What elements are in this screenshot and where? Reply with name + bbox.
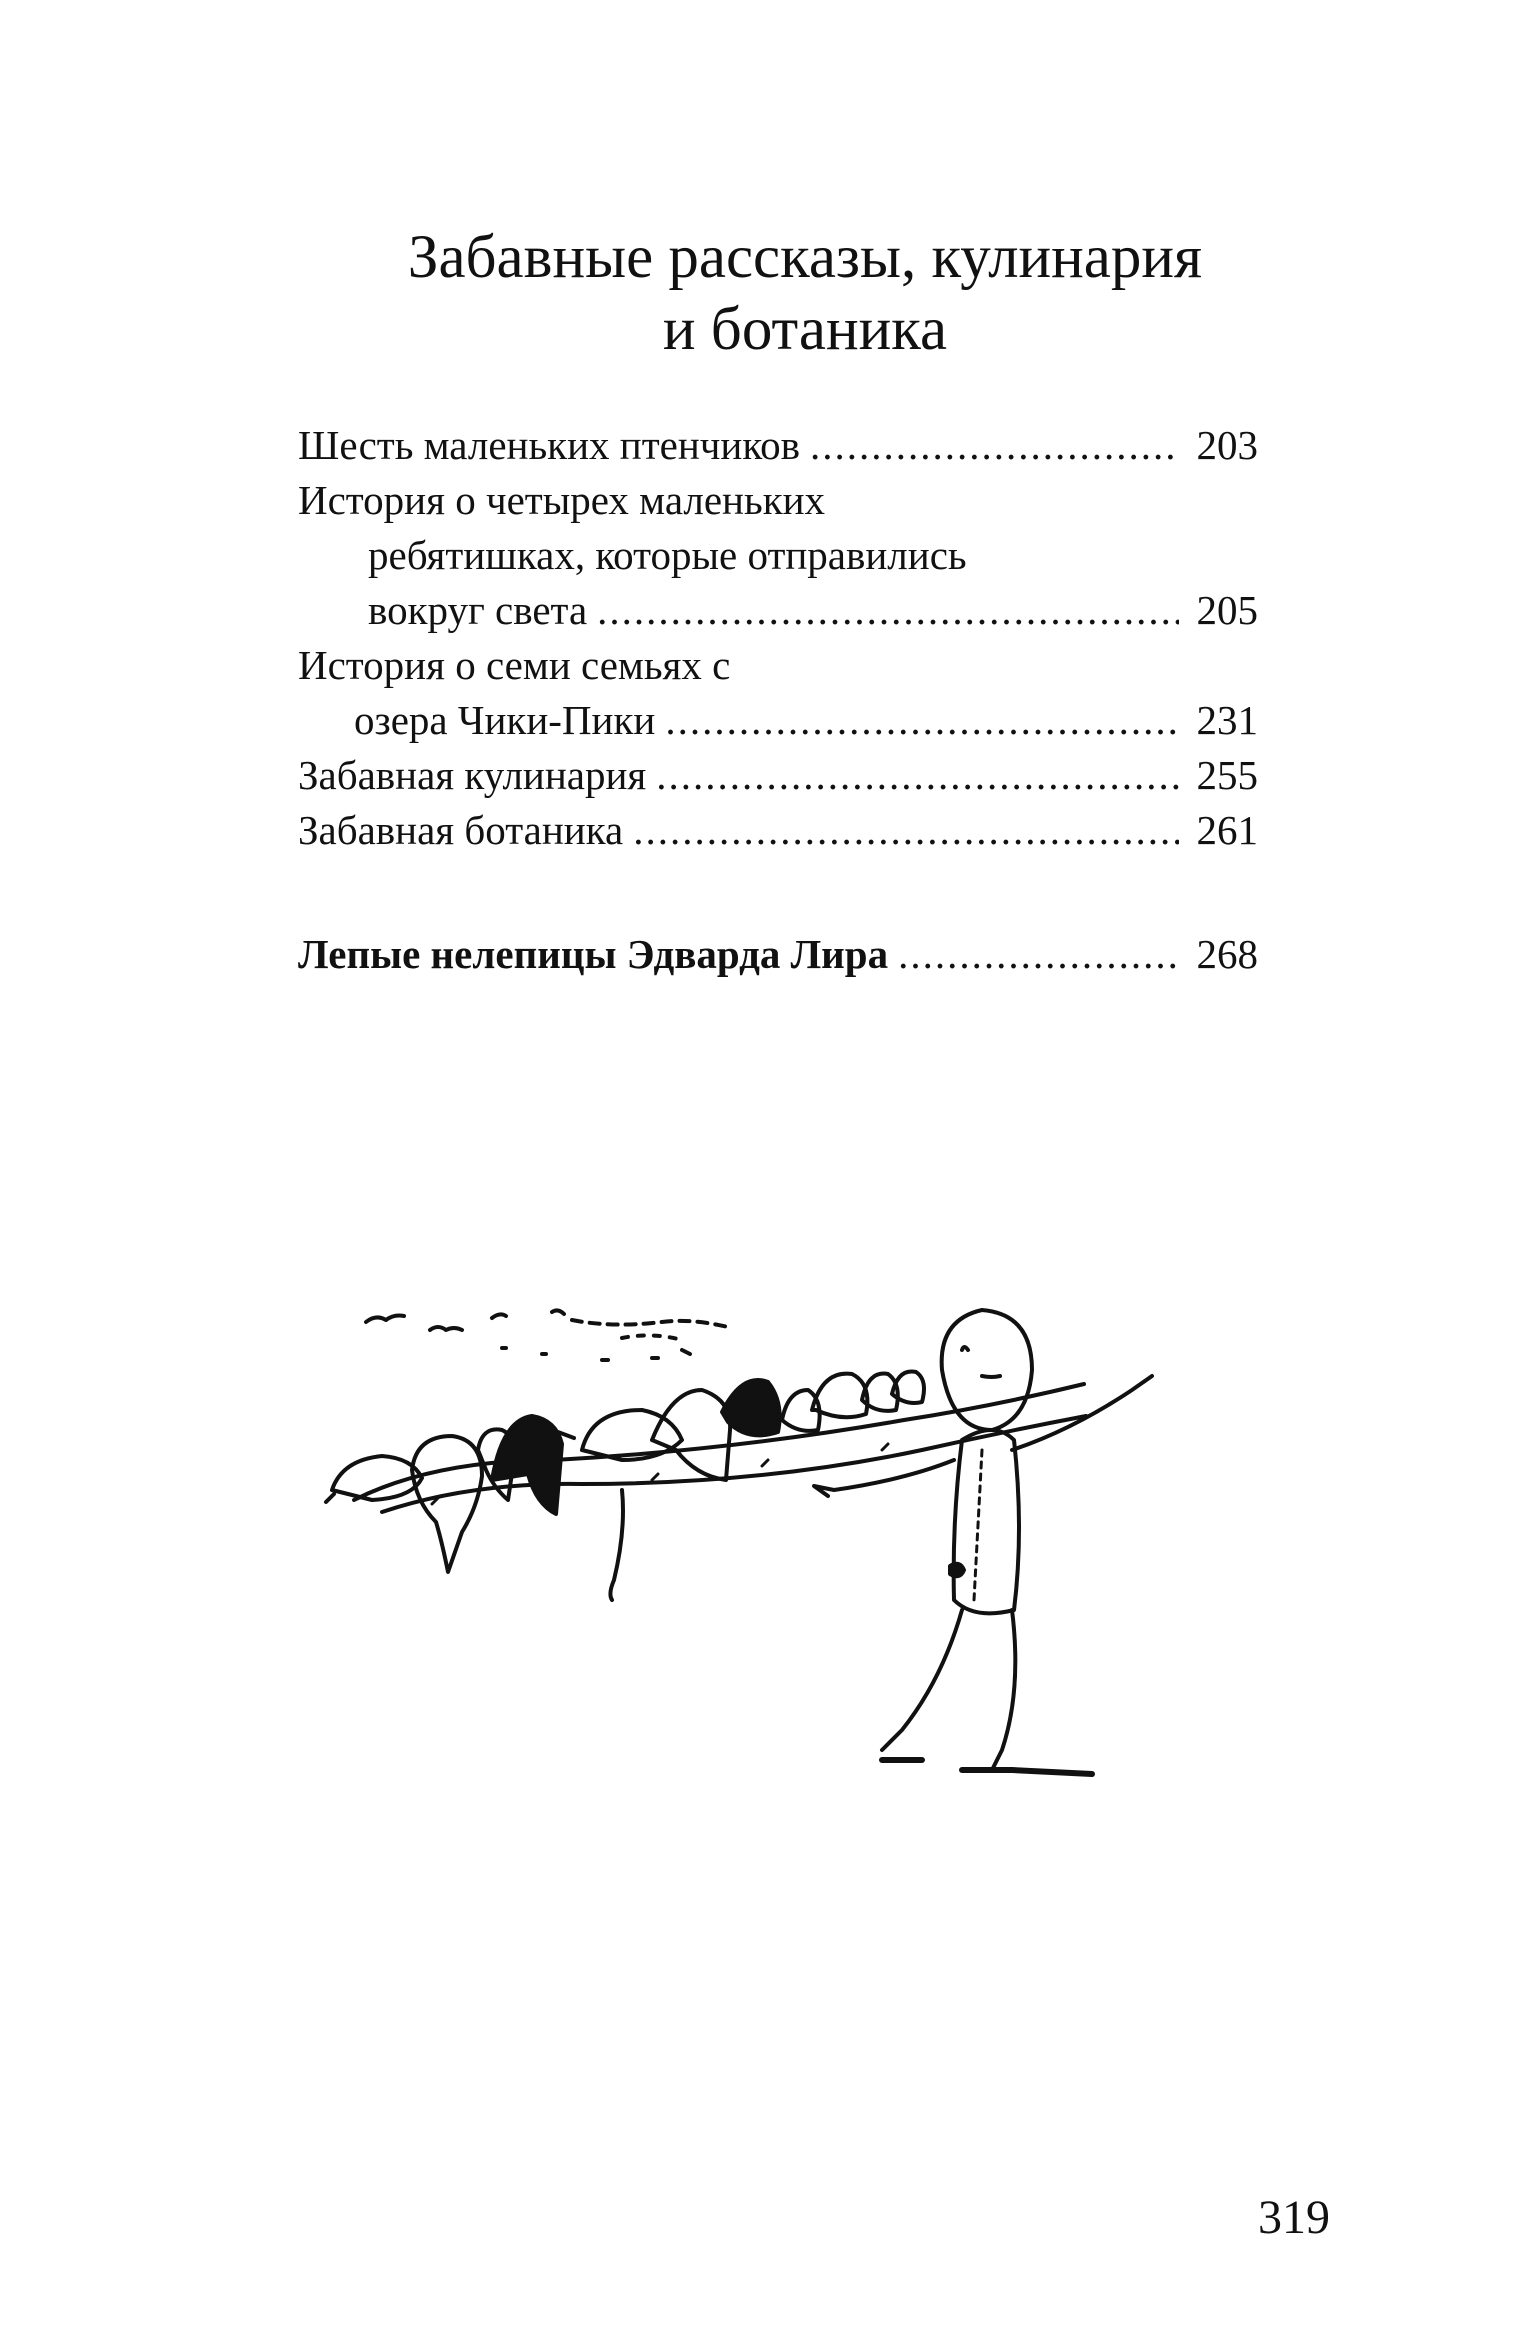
toc-page-number: 261 <box>1196 807 1259 853</box>
toc-entry-four-children-line-1: История о четырех маленьких <box>298 477 826 523</box>
dot-leader <box>810 418 1178 473</box>
dot-leader <box>898 927 1178 982</box>
toc-spacer <box>298 858 1258 913</box>
toc-entry-title: вокруг света <box>368 587 588 633</box>
table-of-contents: Шесть маленьких птенчиков 203 История о … <box>298 418 1258 982</box>
toc-entry-edward-lear: Лепые нелепицы Эдварда Лира 268 <box>298 927 1258 982</box>
man-figure <box>812 1308 1154 1777</box>
toc-entry-title: Шесть маленьких птенчиков <box>298 422 801 468</box>
toc-entry-nonsense-botany: Забавная ботаника 261 <box>298 803 1258 858</box>
toc-page-number: 205 <box>1196 587 1259 633</box>
flying-birds <box>364 1308 734 1362</box>
dot-leader <box>597 583 1178 638</box>
toc-entry-title: Забавная ботаника <box>298 807 624 853</box>
toc-entry-seven-families-line-1: История о семи семьях с <box>298 642 731 688</box>
birds-on-nose <box>324 1369 926 1602</box>
toc-entry-title: Лепые нелепицы Эдварда Лира <box>298 931 889 977</box>
toc-entry-six-little-birds: Шесть маленьких птенчиков 203 <box>298 418 1258 473</box>
section-title-line-1: Забавные рассказы, кулинария <box>407 224 1203 291</box>
dot-leader <box>633 803 1178 858</box>
toc-page-number: 203 <box>1196 422 1259 468</box>
toc-page-number: 231 <box>1196 697 1259 743</box>
toc-entry-title: озера Чики-Пики <box>354 697 656 743</box>
toc-entry-nonsense-cookery: Забавная кулинария 255 <box>298 748 1258 803</box>
dot-leader <box>665 693 1178 748</box>
toc-entry-four-children: вокруг света 205 <box>298 583 1258 638</box>
illustration-man-with-birds-on-nose <box>324 1308 1154 1777</box>
toc-page-number: 268 <box>1196 931 1259 977</box>
toc-entry-title: Забавная кулинария <box>298 752 647 798</box>
page-number: 319 <box>1258 2191 1330 2244</box>
section-title: Забавные рассказы, кулинария и ботаника <box>300 222 1310 366</box>
toc-entry-four-children-line-2: ребятишках, которые отправились <box>368 532 967 578</box>
toc-page-number: 255 <box>1196 752 1259 798</box>
section-title-line-2: и ботаника <box>662 296 948 363</box>
toc-entry-seven-families: озера Чики-Пики 231 <box>298 693 1258 748</box>
dot-leader <box>656 748 1178 803</box>
